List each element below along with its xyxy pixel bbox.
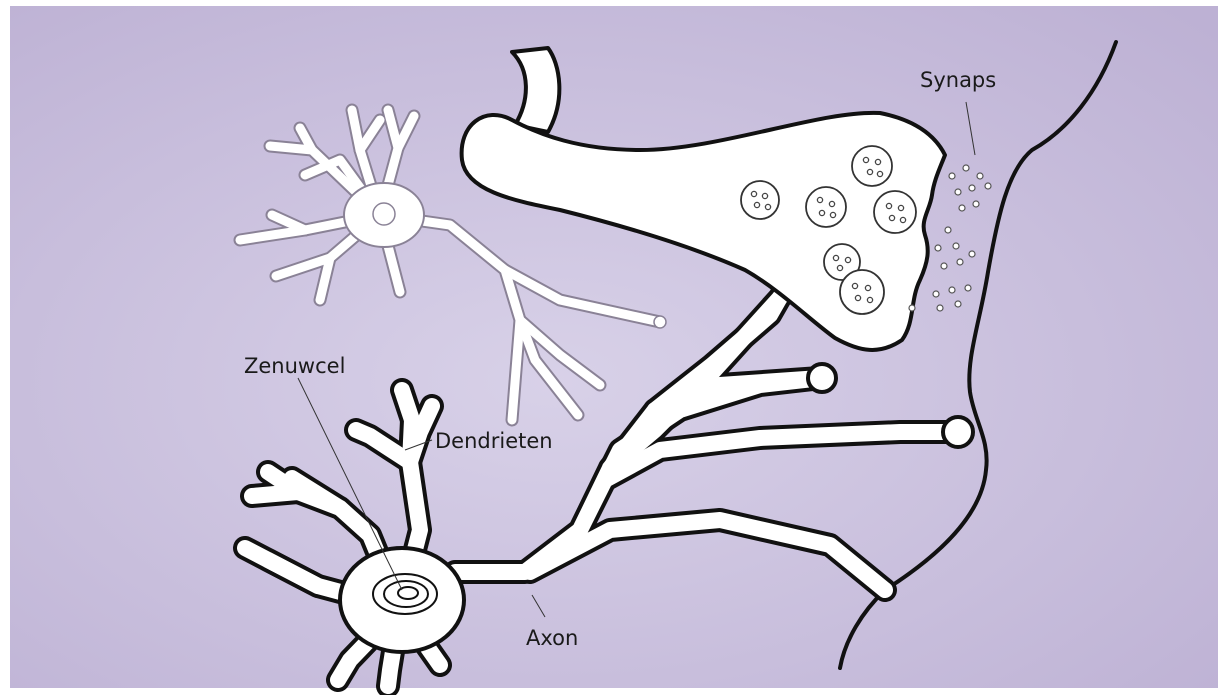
synapse-label: Synaps [920,68,996,92]
nerve-cell-label: Zenuwcel [244,354,345,378]
background-panel [10,6,1218,688]
axon-label: Axon [526,626,578,650]
dendrites-label: Dendrieten [435,429,553,453]
cell-body [340,548,464,652]
terminal-bulb [808,364,836,392]
terminal-bulb [943,417,973,447]
